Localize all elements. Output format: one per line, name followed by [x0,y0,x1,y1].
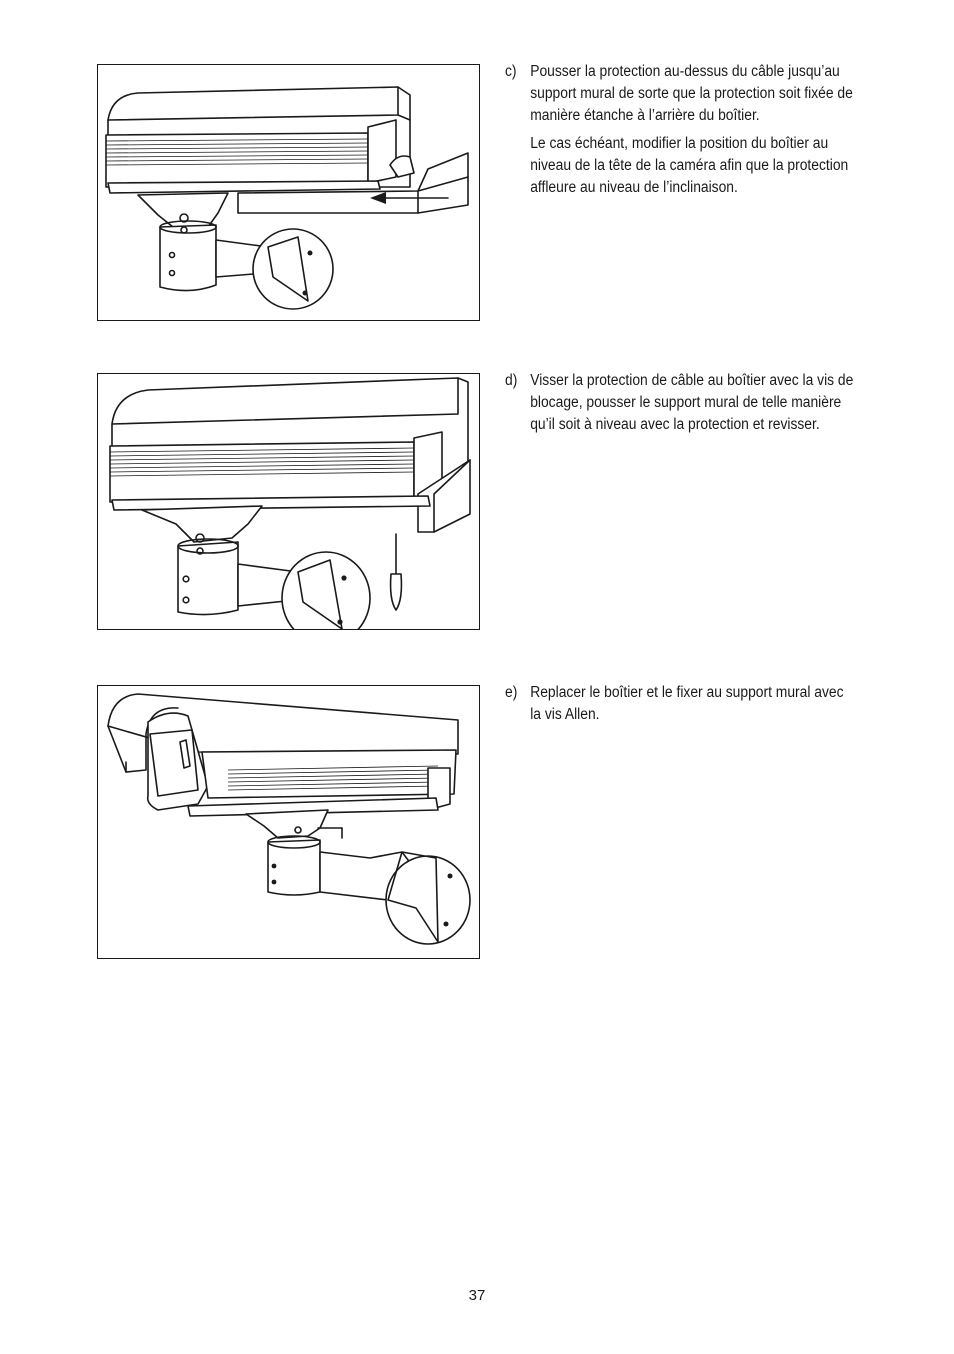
illustration-housing-refit [107,693,471,945]
step-paragraph: Le cas échéant, modifier la position du … [530,135,849,196]
figure-step-e [97,685,480,959]
step-paragraph: Visser la protection de câble au boîtier… [530,372,854,433]
figure-step-c [97,64,480,321]
step-letter: c) [505,63,517,80]
step-paragraph: Replacer le boîtier et le fixer au suppo… [530,684,844,723]
step-d: d) Visser la protection de câble au boît… [505,370,856,436]
step-e: e) Replacer le boîtier et le fixer au su… [505,682,856,726]
figure-step-d [97,373,480,630]
step-c: c) Pousser la protection au-dessus du câ… [505,61,856,199]
step-letter: d) [505,372,518,389]
step-paragraph: Pousser la protection au-dessus du câble… [530,63,853,124]
illustration-screw-protection [109,377,471,629]
page-number: 37 [468,1287,486,1304]
step-letter: e) [505,684,518,701]
illustration-cable-protection-push [105,86,469,310]
